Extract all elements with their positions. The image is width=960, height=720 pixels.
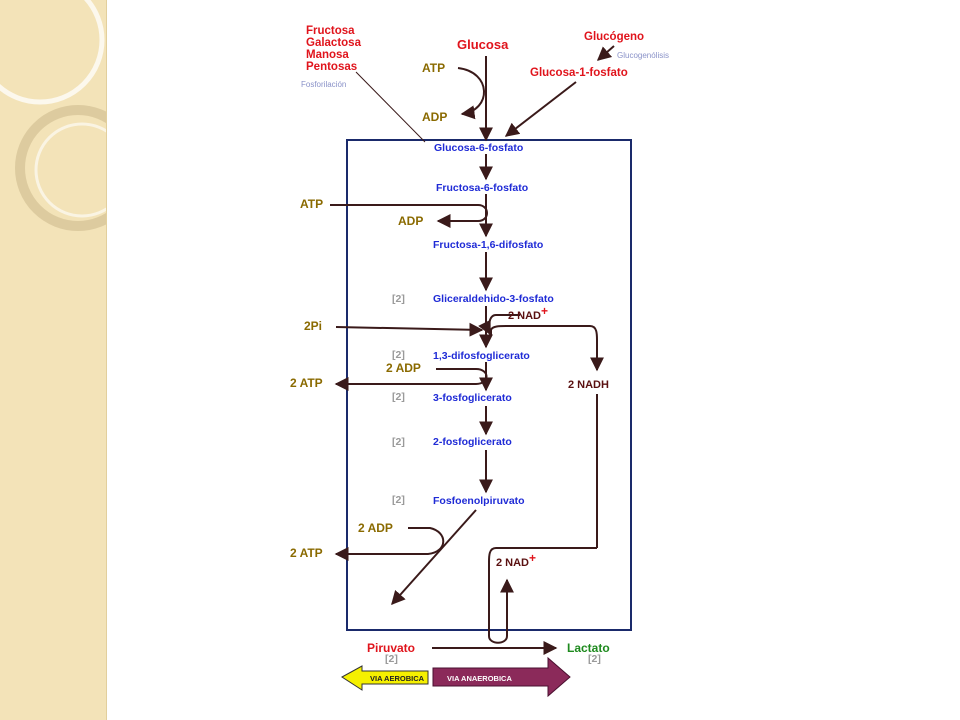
sugar-galactose: Galactosa: [306, 37, 362, 49]
multiplier-bpg: [2]: [392, 349, 405, 361]
nad-plus-label-1: 2 NAD+: [508, 304, 548, 322]
adp-atp-curve-1: [334, 368, 488, 391]
atp-label-2: ATP: [300, 197, 323, 211]
glycogenolysis-label: Glucogenólisis: [617, 51, 669, 60]
anaerobic-route-label: VIA ANAEROBICA: [447, 674, 512, 683]
multiplier-2pg: [2]: [392, 436, 405, 448]
phosphorylation-label: Fosforilación: [301, 80, 346, 89]
atp-adp-curve-1: [457, 67, 485, 120]
decorative-sidebar: [0, 0, 107, 720]
2pg-label: 2-fosfoglicerato: [433, 436, 512, 448]
glycogen-label: Glucógeno: [584, 31, 644, 43]
aerobic-route-arrow: [341, 665, 429, 691]
multiplier-pyruvate: [2]: [385, 653, 398, 665]
glucose-label: Glucosa: [457, 37, 509, 52]
pep-label: Fosfoenolpiruvato: [433, 495, 525, 507]
g6p-label: Glucosa-6-fosfato: [434, 142, 523, 154]
pi-label: 2Pi: [304, 319, 322, 333]
g1p-to-g6p-arrow: [504, 81, 577, 137]
decorative-rings: [0, 0, 106, 231]
nadh-label: 2 NADH: [568, 379, 609, 391]
anaerobic-route-arrow: [432, 656, 571, 698]
multiplier-g3p: [2]: [392, 293, 405, 305]
f6p-label: Fructosa-6-fosfato: [436, 182, 528, 194]
pep-to-pyruvate-arrow: [391, 509, 477, 606]
nad-plus-label-2: 2 NAD+: [496, 551, 536, 569]
two-atp-label-1: 2 ATP: [290, 376, 323, 390]
atp-adp-curve-2: [330, 204, 488, 228]
g3p-label: Gliceraldehido-3-fosfato: [433, 293, 554, 305]
two-adp-label-1: 2 ADP: [386, 361, 421, 375]
nadh-path: [490, 325, 604, 372]
nad-curve: [478, 314, 520, 336]
two-adp-label-2: 2 ADP: [358, 521, 393, 535]
atp-label-1: ATP: [422, 61, 445, 75]
multiplier-pep: [2]: [392, 494, 405, 506]
adp-atp-curve-2: [334, 527, 445, 561]
sugars-to-g6p-line: [355, 71, 426, 143]
nadh-return-loop: [488, 547, 597, 644]
two-atp-label-2: 2 ATP: [290, 546, 323, 560]
sugar-pentoses: Pentosas: [306, 61, 357, 73]
adp-label-1: ADP: [422, 110, 447, 124]
multiplier-lactate: [2]: [588, 653, 601, 665]
f16bp-label: Fructosa-1,6-difosfato: [433, 239, 543, 251]
adp-label-2: ADP: [398, 214, 423, 228]
sugar-mannose: Manosa: [306, 49, 349, 61]
glycogen-arrow: [596, 45, 615, 61]
pi-arrow: [335, 322, 484, 337]
3pg-label: 3-fosfoglicerato: [433, 392, 512, 404]
pyruvate-label: Piruvato: [367, 641, 415, 655]
multiplier-3pg: [2]: [392, 391, 405, 403]
sugar-fructose: Fructosa: [306, 25, 355, 37]
aerobic-route-label: VIA AEROBICA: [370, 674, 425, 683]
bpg-label: 1,3-difosfoglicerato: [433, 350, 530, 362]
lactate-label: Lactato: [567, 641, 610, 655]
glucose-1-phosphate-label: Glucosa-1-fosfato: [530, 67, 628, 79]
